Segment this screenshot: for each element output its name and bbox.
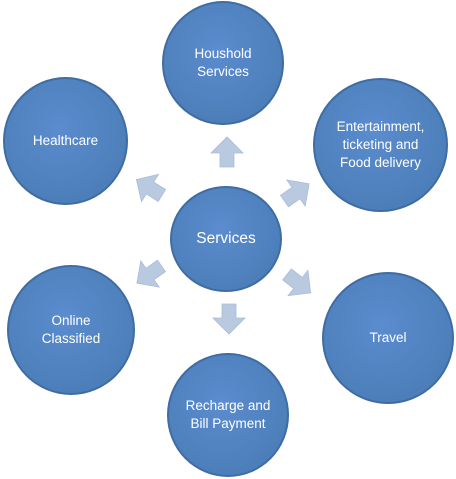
arrow-to-online-classified (136, 259, 167, 288)
arrow-to-healthcare (135, 173, 167, 203)
node-household-services: Houshold Services (162, 1, 284, 125)
node-entertainment: Entertainment, ticketing and Food delive… (313, 78, 448, 212)
node-services-center-label: Services (196, 230, 256, 247)
node-healthcare: Healthcare (3, 77, 128, 205)
node-services-center: Services (170, 186, 282, 292)
node-travel-label: Travel (369, 330, 407, 345)
node-household-services-label: Houshold Services (194, 46, 252, 79)
arrow-to-travel (282, 268, 312, 297)
node-recharge-bill-payment: Recharge and Bill Payment (167, 353, 289, 477)
node-travel: Travel (322, 272, 454, 404)
node-recharge-bill-payment-label: Recharge and Bill Payment (185, 398, 271, 431)
node-entertainment-label: Entertainment, ticketing and Food delive… (336, 119, 425, 170)
arrow-to-household-services (210, 136, 244, 168)
node-online-classified: Online Classified (7, 265, 135, 395)
node-healthcare-label: Healthcare (32, 133, 99, 148)
node-online-classified-label: Online Classified (41, 313, 101, 346)
arrow-to-entertainment (279, 179, 310, 208)
arrow-to-recharge-bill-payment (212, 303, 246, 335)
